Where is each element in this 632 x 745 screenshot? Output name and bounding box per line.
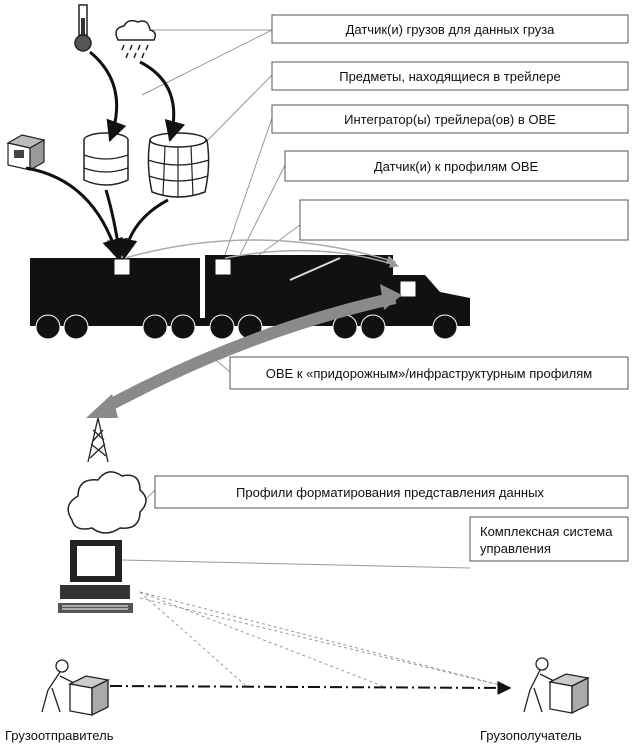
label-box-trailer-items: Предметы, находящиеся в трейлере — [271, 61, 629, 91]
shipment-line — [109, 680, 512, 695]
trailer-link-arrows — [124, 239, 399, 281]
trailer-sensor-1 — [113, 258, 131, 276]
shipper-person-icon — [41, 659, 111, 717]
label-formatting-profiles: Профили форматирования представления дан… — [236, 485, 544, 500]
label-trailer-items: Предметы, находящиеся в трейлере — [339, 69, 561, 84]
barrel-icon — [147, 132, 210, 198]
label-roadside-profiles: OBE к «придорожным»/инфраструктурным про… — [266, 366, 593, 381]
label-box-sensor-profiles: Датчик(и) к профилям OBE — [284, 150, 629, 182]
label-box-roadside-profiles: OBE к «придорожным»/инфраструктурным про… — [229, 356, 629, 390]
rain-cloud-icon — [115, 19, 157, 59]
label-box-empty — [299, 199, 629, 241]
truck-illustration — [30, 255, 470, 340]
label-box-management-system: Комплексная система управления — [469, 516, 629, 562]
label-box-cargo-sensors: Датчик(и) грузов для данных груза — [271, 14, 629, 44]
label-management-line2: управления — [480, 541, 551, 556]
antenna-tower-icon — [87, 417, 109, 463]
sensor-arrows — [25, 50, 186, 261]
leader-lines — [114, 29, 471, 569]
label-sensor-profiles: Датчик(и) к профилям OBE — [374, 159, 539, 174]
label-consignee: Грузополучатель — [480, 728, 582, 743]
label-management-line1: Комплексная система — [480, 524, 613, 539]
trailer-sensor-2 — [214, 258, 232, 276]
label-trailer-integrators: Интегратор(ы) трейлера(ов) в OBE — [344, 112, 556, 127]
thermometer-icon — [74, 4, 92, 52]
label-box-trailer-integrators: Интегратор(ы) трейлера(ов) в OBE — [271, 104, 629, 134]
label-cargo-sensors: Датчик(и) грузов для данных груза — [346, 22, 556, 37]
data-flow-lines — [139, 591, 513, 689]
package-box-icon — [6, 134, 46, 172]
obe-unit — [399, 280, 417, 298]
network-cloud-icon — [67, 471, 147, 534]
consignee-person-icon — [523, 657, 591, 715]
label-shipper: Грузоотправитель — [5, 728, 114, 743]
label-box-formatting-profiles: Профили форматирования представления дан… — [154, 475, 629, 509]
drum-container-icon — [83, 132, 129, 186]
computer-workstation-icon — [58, 540, 133, 613]
roadside-link-arrow — [86, 284, 402, 418]
